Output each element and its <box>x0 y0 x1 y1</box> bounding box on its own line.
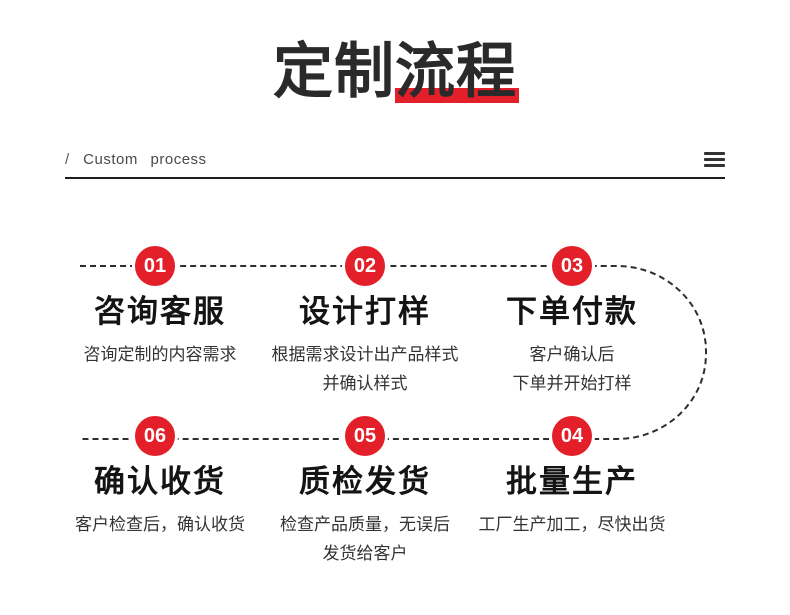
page-title: 定制流程 <box>0 34 790 109</box>
step-title: 确认收货 <box>94 464 226 499</box>
step-description: 工厂生产加工，尽快出货 <box>452 510 692 539</box>
step-description-line: 检查产品质量，无误后 <box>280 515 450 534</box>
step-description: 根据需求设计出产品样式 并确认样式 <box>245 340 485 398</box>
step-description-line: 咨询定制的内容需求 <box>83 345 237 364</box>
step-description: 咨询定制的内容需求 <box>40 340 280 369</box>
process-step-03: 下单付款 客户确认后 下单并开始打样 <box>452 286 692 398</box>
step-description-line: 工厂生产加工，尽快出货 <box>478 515 666 534</box>
step-title: 咨询客服 <box>94 294 226 329</box>
step-description-line: 客户确认后 <box>529 345 615 364</box>
hamburger-bar <box>704 163 725 167</box>
step-description-line: 下单并开始打样 <box>512 374 632 394</box>
process-step-01: 咨询客服 咨询定制的内容需求 <box>40 286 280 369</box>
page-title-highlight: 流程 <box>395 34 519 109</box>
subtitle-english: Custom process <box>83 150 207 168</box>
page-title-plain: 定制 <box>273 38 395 105</box>
hamburger-icon <box>704 151 725 167</box>
step-description: 客户确认后 下单并开始打样 <box>452 340 692 398</box>
process-step-04: 批量生产 工厂生产加工，尽快出货 <box>452 456 692 539</box>
slash-mark: / <box>65 150 70 168</box>
process-step-05: 质检发货 检查产品质量，无误后 发货给客户 <box>245 456 485 568</box>
subheader-left: / Custom process <box>65 151 207 168</box>
step-number-badge-01: 01 <box>132 243 178 289</box>
step-number-badge-03: 03 <box>549 243 595 289</box>
step-description-line: 并确认样式 <box>322 374 408 394</box>
step-description-line: 发货给客户 <box>322 544 408 564</box>
step-title: 设计打样 <box>299 294 431 329</box>
page-title-highlight-text: 流程 <box>395 38 517 105</box>
step-title: 质检发货 <box>299 464 431 499</box>
step-title: 下单付款 <box>506 294 638 329</box>
hamburger-bar <box>704 151 725 155</box>
step-number-badge-02: 02 <box>342 243 388 289</box>
step-description-line: 客户检查后，确认收货 <box>75 515 245 534</box>
step-number-badge-04: 04 <box>549 413 595 459</box>
flow-connector-path <box>80 265 707 440</box>
hamburger-bar <box>704 157 725 161</box>
step-description: 检查产品质量，无误后 发货给客户 <box>245 510 485 568</box>
step-number-badge-06: 06 <box>132 413 178 459</box>
step-title: 批量生产 <box>506 464 638 499</box>
process-step-02: 设计打样 根据需求设计出产品样式 并确认样式 <box>245 286 485 398</box>
section-title-wrap: 定制流程 <box>0 34 790 109</box>
step-number-badge-05: 05 <box>342 413 388 459</box>
process-step-06: 确认收货 客户检查后，确认收货 <box>40 456 280 539</box>
step-description-line: 根据需求设计出产品样式 <box>271 345 459 364</box>
step-description: 客户检查后，确认收货 <box>40 510 280 539</box>
subheader-row: / Custom process <box>65 141 725 179</box>
